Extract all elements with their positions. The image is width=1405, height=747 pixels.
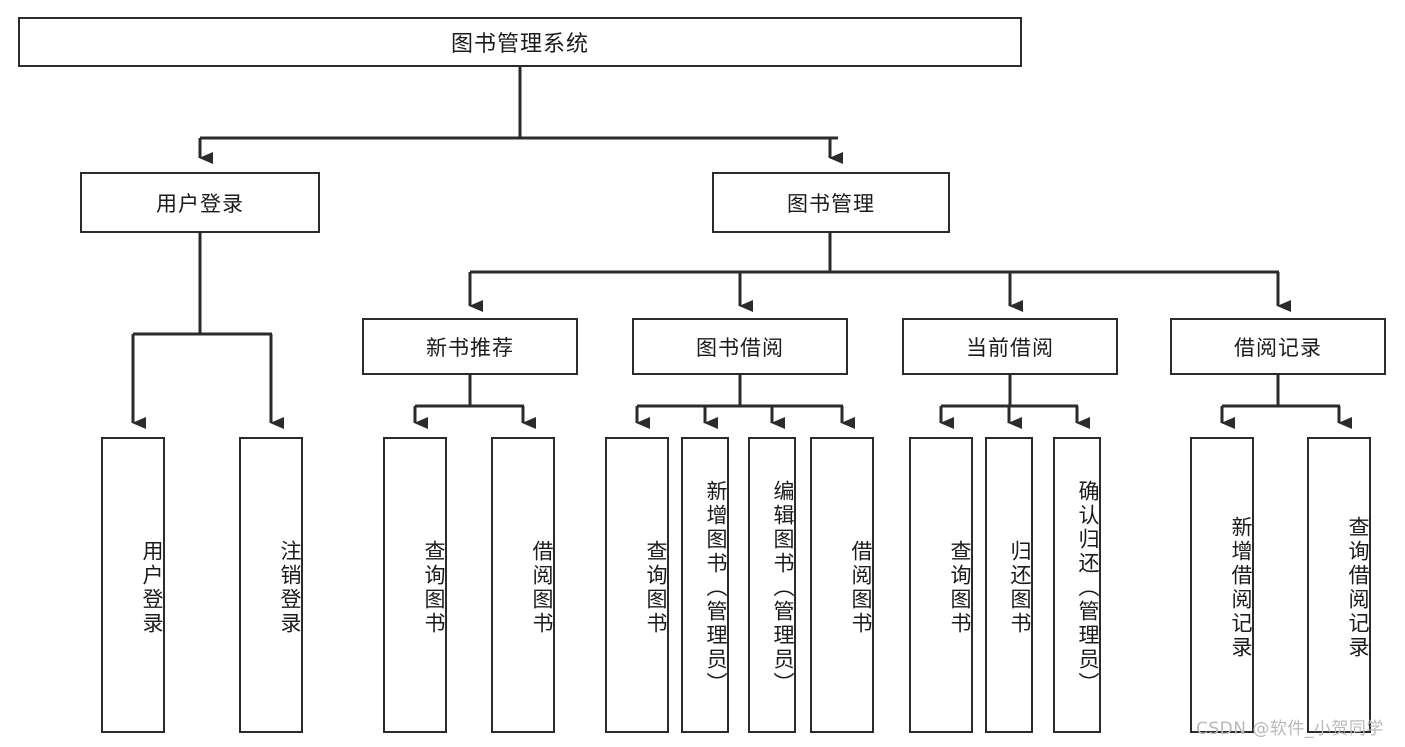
node-root-label: 图书管理系统 [450, 32, 589, 57]
node-leaf-query-book-3-label: 查询图书 [948, 540, 972, 636]
node-leaf-add-record-label: 新增借阅记录 [1229, 516, 1253, 660]
node-leaf-borrow-book-1[interactable]: 借阅图书 [491, 437, 555, 733]
node-leaf-user-login[interactable]: 用户登录 [101, 437, 165, 733]
node-leaf-confirm-return[interactable]: 确认归还（管理员） [1053, 437, 1101, 733]
node-borrow-record[interactable]: 借阅记录 [1170, 318, 1386, 375]
node-leaf-query-book-3[interactable]: 查询图书 [909, 437, 973, 733]
node-leaf-logout-login[interactable]: 注销登录 [239, 437, 303, 733]
node-current-borrow-label: 当前借阅 [966, 335, 1054, 360]
node-book-borrow[interactable]: 图书借阅 [632, 318, 848, 375]
node-leaf-add-book-label: 新增图书（管理员） [704, 480, 728, 696]
node-leaf-confirm-return-label: 确认归还（管理员） [1076, 480, 1100, 696]
node-user-login-label: 用户登录 [156, 191, 244, 216]
node-leaf-logout-login-label: 注销登录 [278, 540, 302, 636]
node-book-manage-label: 图书管理 [787, 191, 875, 216]
node-leaf-query-book-1-label: 查询图书 [422, 540, 446, 636]
node-user-login[interactable]: 用户登录 [80, 172, 320, 233]
node-leaf-user-login-label: 用户登录 [140, 540, 164, 636]
node-current-borrow[interactable]: 当前借阅 [902, 318, 1118, 375]
node-new-book-recommend-label: 新书推荐 [426, 335, 514, 360]
node-leaf-query-record-label: 查询借阅记录 [1346, 516, 1370, 660]
node-new-book-recommend[interactable]: 新书推荐 [362, 318, 578, 375]
node-leaf-borrow-book-2-label: 借阅图书 [849, 540, 873, 636]
node-borrow-record-label: 借阅记录 [1234, 335, 1322, 360]
node-leaf-borrow-book-2[interactable]: 借阅图书 [810, 437, 874, 733]
node-book-borrow-label: 图书借阅 [696, 335, 784, 360]
node-leaf-query-book-2[interactable]: 查询图书 [605, 437, 669, 733]
node-leaf-return-book[interactable]: 归还图书 [985, 437, 1033, 733]
node-leaf-edit-book-label: 编辑图书（管理员） [771, 480, 795, 696]
node-leaf-query-book-1[interactable]: 查询图书 [383, 437, 447, 733]
node-leaf-borrow-book-1-label: 借阅图书 [530, 540, 554, 636]
node-leaf-query-book-2-label: 查询图书 [644, 540, 668, 636]
node-leaf-edit-book[interactable]: 编辑图书（管理员） [748, 437, 796, 733]
node-leaf-query-record[interactable]: 查询借阅记录 [1307, 437, 1371, 733]
node-leaf-add-book[interactable]: 新增图书（管理员） [681, 437, 729, 733]
node-leaf-add-record[interactable]: 新增借阅记录 [1190, 437, 1254, 733]
node-book-manage[interactable]: 图书管理 [712, 172, 950, 233]
node-leaf-return-book-label: 归还图书 [1008, 540, 1032, 636]
node-root[interactable]: 图书管理系统 [18, 17, 1022, 67]
